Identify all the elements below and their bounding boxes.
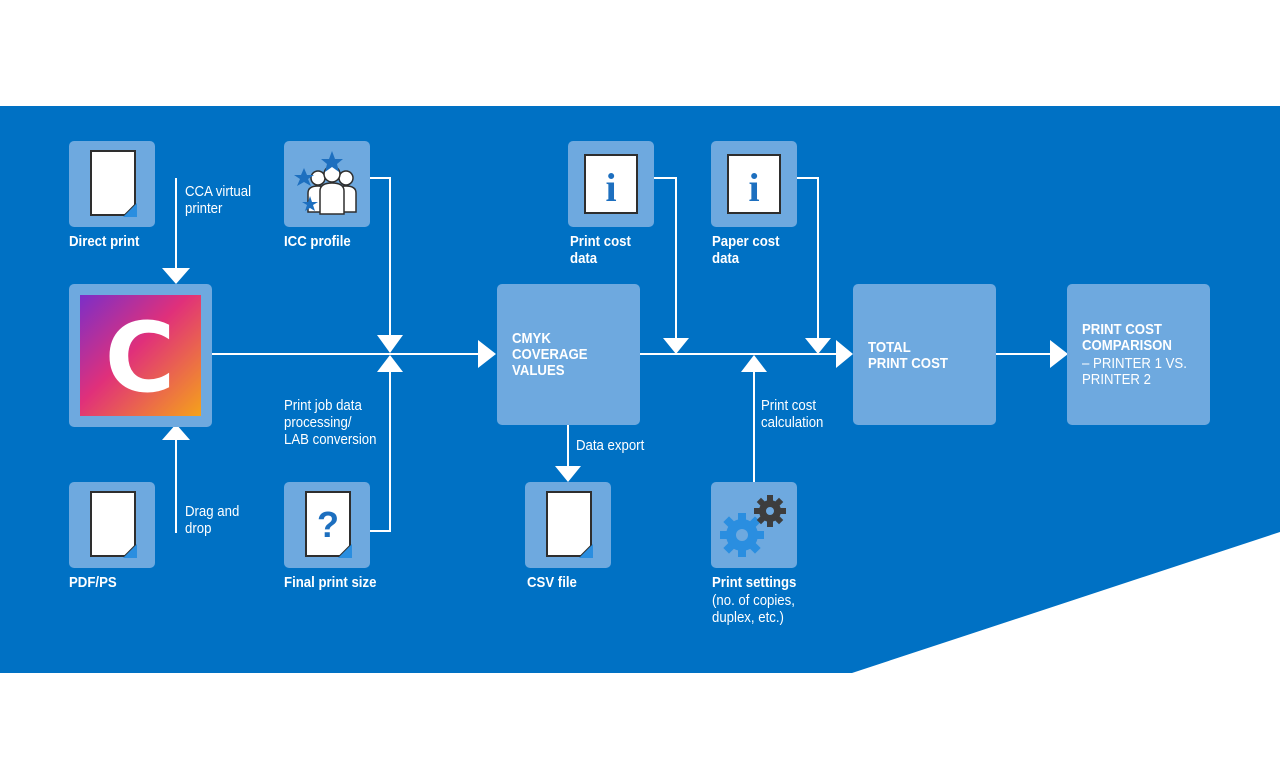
processing-note-label: Print job data processing/ LAB conversio… bbox=[284, 397, 377, 448]
document-icon bbox=[90, 150, 137, 217]
arrow-up-to-app bbox=[162, 424, 190, 440]
comparison-title: PRINT COST COMPARISON bbox=[1082, 321, 1172, 354]
comparison-box bbox=[1067, 284, 1210, 425]
pdf-ps-label: PDF/PS bbox=[69, 574, 117, 591]
arrow-down-paper-cost bbox=[805, 338, 831, 354]
arrow-down-to-app bbox=[162, 268, 190, 284]
arrow-down-icc bbox=[377, 335, 403, 353]
info-icon: i bbox=[727, 154, 781, 214]
data-export-label: Data export bbox=[576, 437, 645, 454]
info-icon: i bbox=[584, 154, 638, 214]
comparison-detail: – PRINTER 1 VS. PRINTER 2 bbox=[1082, 355, 1187, 388]
cmyk-box bbox=[497, 284, 640, 425]
question-glyph: ? bbox=[317, 504, 339, 545]
total-print-cost-box bbox=[853, 284, 996, 425]
arrow-right-to-total bbox=[836, 340, 853, 368]
arrow-up-print-settings bbox=[741, 355, 767, 372]
paper-cost-data-label: Paper cost data bbox=[712, 233, 780, 267]
star-shape bbox=[294, 168, 314, 186]
cca-virtual-printer-label: CCA virtual printer bbox=[185, 183, 252, 217]
direct-print-label: Direct print bbox=[69, 233, 140, 250]
print-settings-detail-label: (no. of copies, duplex, etc.) bbox=[712, 592, 795, 626]
question-document-icon: ? bbox=[305, 491, 352, 558]
document-icon bbox=[546, 491, 593, 558]
csv-file-label: CSV file bbox=[527, 574, 577, 591]
document-icon bbox=[90, 491, 137, 558]
info-glyph: i bbox=[748, 165, 759, 210]
app-logo-letter: C bbox=[105, 302, 175, 414]
arrowheads bbox=[162, 268, 1068, 482]
drag-and-drop-label: Drag and drop bbox=[185, 503, 240, 537]
arrow-right-to-comparison bbox=[1050, 340, 1068, 368]
connector-lines bbox=[175, 177, 1052, 533]
print-cost-data-label: Print cost data bbox=[570, 233, 631, 267]
people-stars-icon bbox=[294, 151, 357, 215]
star-shape bbox=[321, 151, 343, 172]
arrow-right-to-cmyk bbox=[478, 340, 496, 368]
info-glyph: i bbox=[605, 165, 616, 210]
star-shape bbox=[302, 196, 318, 211]
total-print-cost-title: TOTAL PRINT COST bbox=[868, 339, 948, 372]
print-settings-label: Print settings bbox=[712, 574, 797, 591]
arrow-down-print-cost bbox=[663, 338, 689, 354]
app-logo-icon: C bbox=[80, 295, 201, 416]
icc-profile-label: ICC profile bbox=[284, 233, 351, 250]
arrow-down-to-csv bbox=[555, 466, 581, 482]
final-print-size-label: Final print size bbox=[284, 574, 377, 591]
cmyk-title: CMYK COVERAGE VALUES bbox=[512, 330, 588, 379]
arrow-up-final-size bbox=[377, 355, 403, 372]
print-cost-calculation-label: Print cost calculation bbox=[761, 397, 824, 431]
gears-icon bbox=[720, 495, 786, 557]
